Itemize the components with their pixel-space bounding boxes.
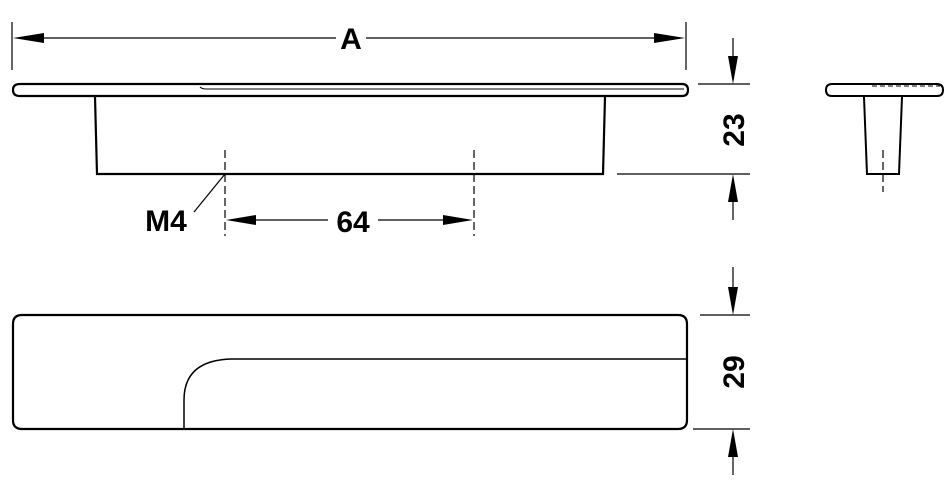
side-elevation: [824, 83, 945, 192]
dimension-23: 23: [617, 38, 751, 220]
dimension-29: 29: [693, 267, 751, 475]
dimension-a-label: A: [340, 23, 362, 56]
dimension-29-label: 29: [718, 355, 751, 388]
front-elevation: [11, 82, 690, 236]
plan-view: [11, 313, 689, 431]
dimension-a: A: [11, 22, 687, 70]
dimension-23-label: 23: [718, 113, 751, 146]
dimension-64: 64: [226, 206, 473, 239]
dimension-64-label: 64: [336, 206, 370, 239]
thread-label: M4: [145, 205, 187, 238]
